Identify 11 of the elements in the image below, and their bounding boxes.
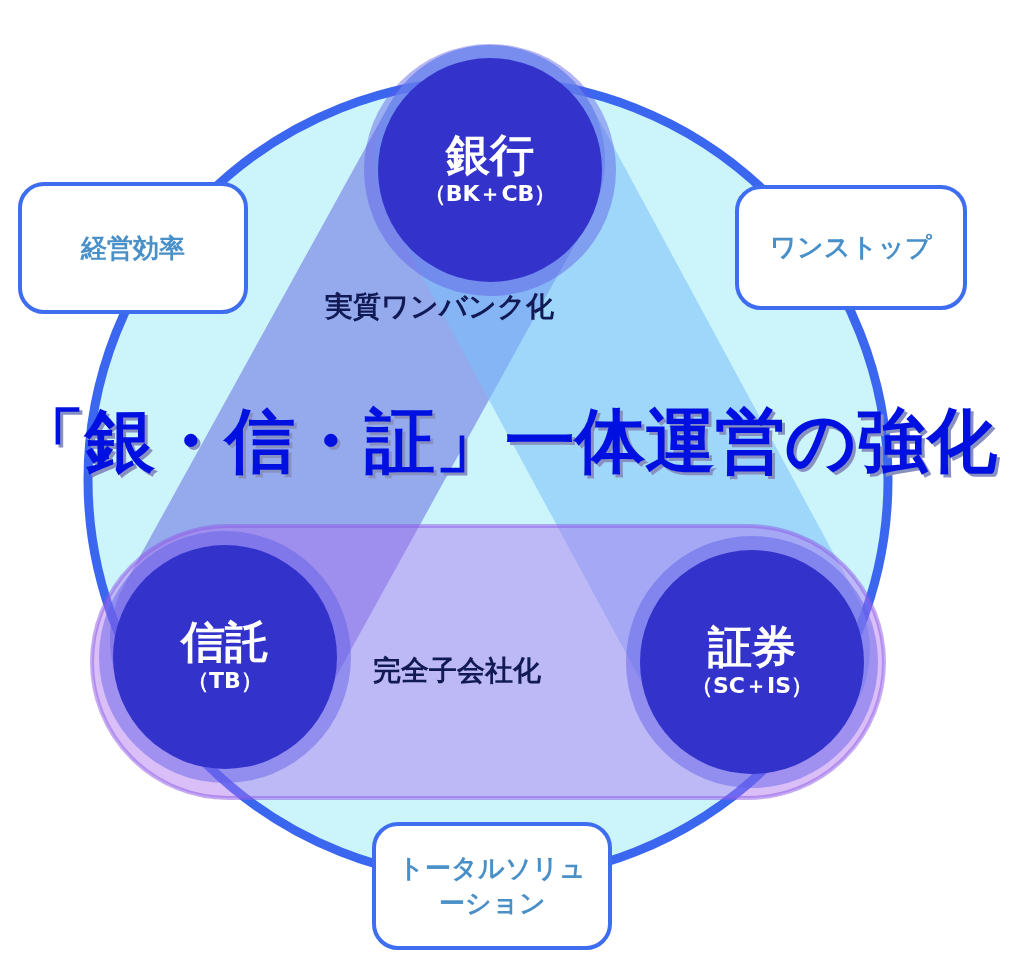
label-box: 経営効率	[18, 182, 248, 314]
band-label: 実質ワンバンク化	[325, 289, 554, 325]
node-title: 信託	[181, 617, 269, 667]
label-box: トータルソリューション	[372, 822, 612, 950]
node-subtitle: （TB）	[187, 667, 263, 696]
node-title: 証券	[708, 622, 796, 672]
node-subtitle: （BK＋CB）	[423, 180, 557, 209]
node-title: 銀行	[446, 130, 534, 180]
label-box: ワンストップ	[735, 185, 967, 310]
band-label: 完全子会社化	[373, 653, 541, 689]
node-subtitle: （SC＋IS）	[691, 672, 813, 701]
